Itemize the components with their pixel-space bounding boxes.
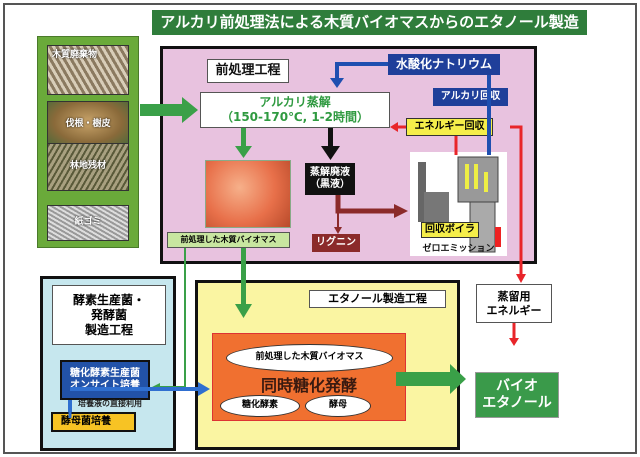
distillation-line: 蒸留用 <box>497 289 531 303</box>
alkali-cooking-label: アルカリ蒸解 <box>259 95 331 109</box>
paper-waste-photo <box>47 205 129 241</box>
stump-photo <box>47 101 129 147</box>
title-line: 製造工程 <box>84 322 133 337</box>
yeast-culture-box: 酵母菌培養 <box>51 412 136 432</box>
distillation-energy-box: 蒸留用 エネルギー <box>476 284 552 323</box>
feedstock-label: 伐根・樹皮 <box>65 119 111 129</box>
naoh-to-alkali-arrow <box>335 62 388 80</box>
pretreatment-title: 前処理工程 <box>207 59 289 83</box>
enzyme-production-title: 酵素生産菌・ 発酵菌 製造工程 <box>52 285 166 345</box>
feedstock-column: 木質廃棄物 伐根・樹皮 林地残材 紙ゴミ <box>37 36 139 248</box>
pretreated-biomass-label: 前処理した木質バイオマス <box>167 232 290 248</box>
product-line: バイオ <box>496 377 538 394</box>
onsite-line: オンサイト培養 <box>70 380 140 391</box>
liquor-to-boiler-arrow <box>335 195 396 214</box>
feedstock-label: 林地残材 <box>69 161 106 171</box>
black-liquor-label: 蒸解廃液 <box>310 166 350 178</box>
onsite-culture-box: 糖化酵素生産菌 オンサイト培養 <box>60 360 150 400</box>
lignin-box: リグニン <box>312 234 360 252</box>
direct-use-label: 培養液の直接利用 <box>78 399 142 408</box>
ssf-label: 同時糖化発酵 <box>260 376 357 395</box>
bioethanol-box: バイオ エタノール <box>475 372 559 418</box>
yeast-ellipse: 酵母 <box>305 395 371 417</box>
enzyme-ellipse: 糖化酵素 <box>220 395 300 417</box>
black-liquor-sublabel: （黒液） <box>310 179 350 190</box>
naoh-box: 水酸化ナトリウム <box>388 54 500 75</box>
distillation-line: エネルギー <box>486 303 542 317</box>
title-line: 発酵菌 <box>90 307 127 322</box>
alkali-to-photo-arrow <box>241 128 246 148</box>
ethanol-production-title: エタノール製造工程 <box>309 290 446 308</box>
energy-recovery-box: エネルギー回収 <box>406 118 493 136</box>
pretreated-biomass-ellipse: 前処理した木質バイオマス <box>226 344 393 372</box>
diagram-frame <box>3 3 637 454</box>
feedstock-label: 木質廃棄物 <box>52 50 98 60</box>
feedstock-label: 紙ゴミ <box>74 217 102 227</box>
alkali-cooking-conditions: （150-170℃, 1-2時間） <box>220 110 370 124</box>
black-liquor-arrow <box>328 128 333 148</box>
pretreated-biomass-photo <box>205 160 291 228</box>
zero-emission-label: ゼロエミッション <box>422 244 495 254</box>
diagram-title: アルカリ前処理法による木質バイオマスからのエタノール製造 <box>152 10 587 35</box>
feed-arrow <box>140 97 198 123</box>
biomass-to-ssf-arrow <box>241 248 246 306</box>
wood-waste-photo <box>47 45 129 95</box>
ssf-to-product-arrow <box>396 364 466 394</box>
product-line: エタノール <box>482 395 552 411</box>
black-liquor-box: 蒸解廃液 （黒液） <box>305 163 355 195</box>
onsite-line: 糖化酵素生産菌 <box>70 367 140 379</box>
recovery-boiler-image <box>410 152 507 256</box>
title-line: 酵素生産菌・ <box>72 292 145 307</box>
biomass-to-enzyme-arrow <box>158 248 186 388</box>
alkali-cooking-box: アルカリ蒸解 （150-170℃, 1-2時間） <box>200 92 390 128</box>
recovery-boiler-label: 回収ボイラ <box>421 222 479 238</box>
forest-residue-photo <box>47 143 129 191</box>
